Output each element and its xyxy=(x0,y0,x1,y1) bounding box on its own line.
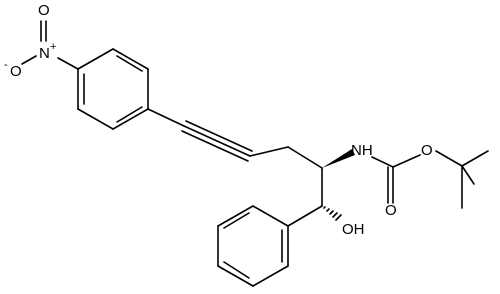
nitro-negative-charge: - xyxy=(4,59,8,71)
stereocenter-hydroxyl: OH xyxy=(287,205,365,238)
nitro-nitrogen: N xyxy=(39,45,50,62)
carbonyl-oxygen: O xyxy=(385,202,397,219)
hashed-bond xyxy=(323,206,342,221)
nitrophenyl-ring xyxy=(77,48,149,130)
alkyne-chain xyxy=(147,108,323,169)
ester-oxygen: O xyxy=(421,142,433,159)
nitro-oxygen-top: O xyxy=(38,2,50,19)
carbamate-nh: NH xyxy=(351,142,373,159)
nitro-positive-charge: + xyxy=(50,41,56,53)
nitro-oxygen-minus: O xyxy=(10,63,22,80)
boc-group: O O xyxy=(371,142,489,219)
hydroxyl-group: OH xyxy=(342,221,365,238)
nitro-group: N + O O - xyxy=(4,2,79,80)
wedge-bond xyxy=(322,149,355,168)
phenyl-ring xyxy=(217,205,289,287)
stereocenter-amine: NH xyxy=(321,142,373,207)
